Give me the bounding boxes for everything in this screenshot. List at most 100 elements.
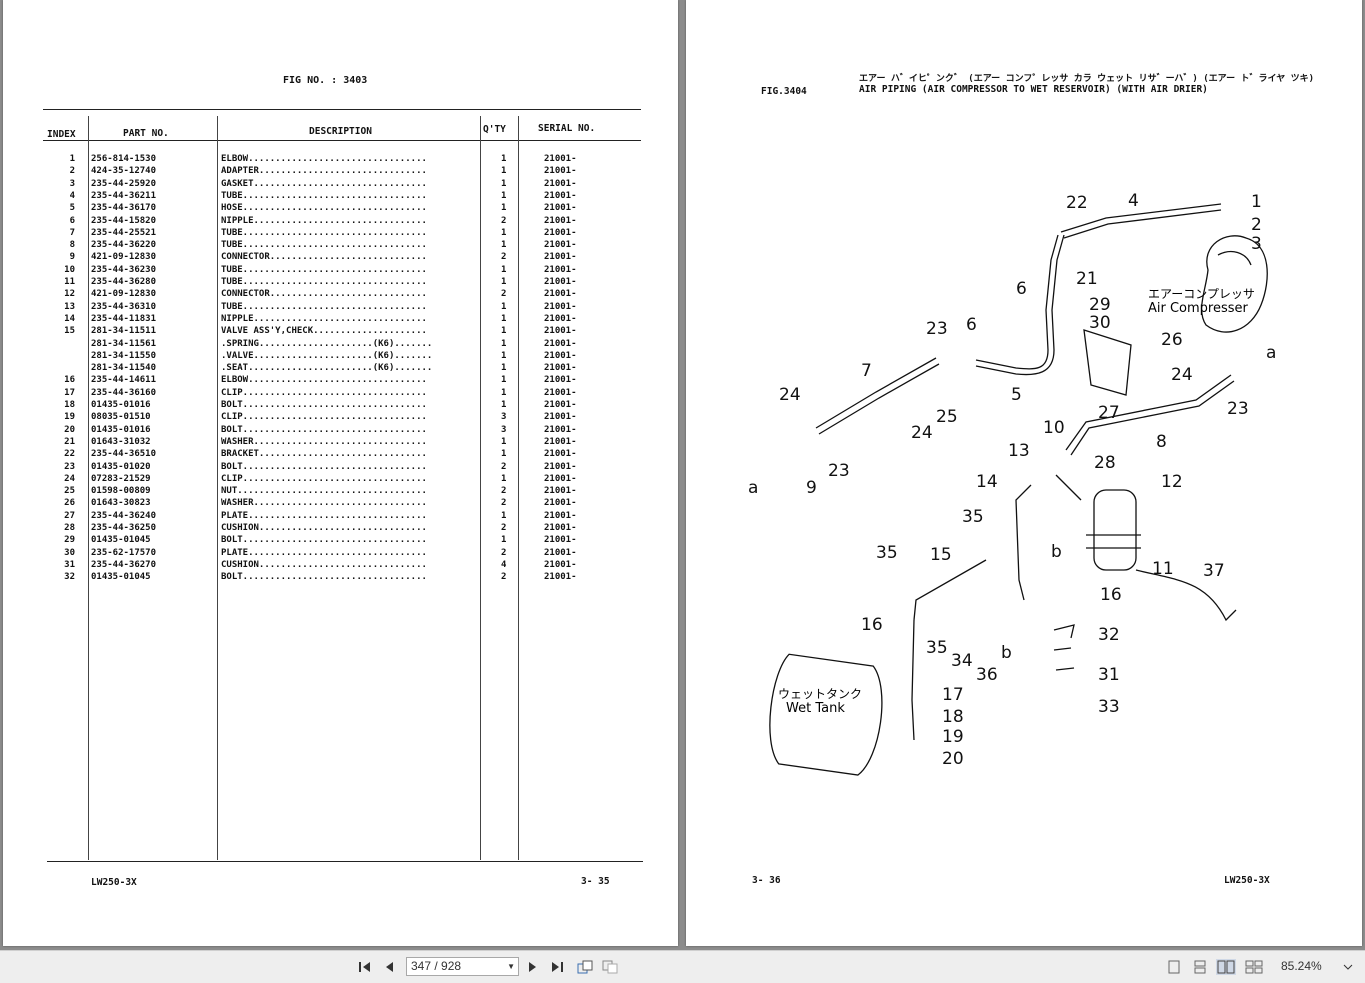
row-serial: 21001- — [544, 461, 577, 472]
row-serial: 21001- — [544, 400, 577, 410]
row-description: CUSHION............................... — [221, 559, 427, 570]
row-part-no: 235-44-36220 — [91, 240, 157, 251]
svg-text:23: 23 — [1227, 399, 1249, 419]
row-part-no: 01435-01020 — [91, 461, 151, 472]
go-back-icon[interactable] — [577, 959, 593, 975]
row-part-no: 281-34-11561 — [91, 338, 157, 349]
row-part-no: 235-44-36310 — [91, 301, 157, 312]
svg-text:8: 8 — [1156, 432, 1167, 452]
svg-text:b: b — [1001, 643, 1012, 663]
svg-text:33: 33 — [1098, 697, 1120, 717]
row-description: TUBE.................................. — [221, 277, 427, 287]
svg-text:16: 16 — [1100, 585, 1122, 605]
row-part-no: 235-44-36211 — [91, 190, 157, 201]
svg-text:24: 24 — [1171, 365, 1193, 385]
row-qty: 1 — [501, 240, 507, 251]
svg-text:32: 32 — [1098, 625, 1120, 645]
row-qty: 1 — [501, 400, 507, 410]
table-header-rule — [43, 140, 641, 141]
row-qty: 1 — [501, 166, 507, 177]
svg-text:14: 14 — [976, 472, 998, 492]
row-qty: 2 — [501, 486, 507, 497]
row-description: BOLT.................................. — [221, 535, 427, 546]
svg-text:16: 16 — [861, 615, 883, 635]
row-serial: 21001- — [544, 523, 577, 533]
compressor-label-en: Air Compresser — [1148, 301, 1249, 316]
col-header-part: PART NO. — [123, 128, 169, 139]
row-description: PLATE................................. — [221, 547, 427, 558]
prev-page-icon[interactable] — [381, 959, 397, 975]
row-index: 22 — [64, 449, 75, 460]
table-row: 281-34-11550.VALVE......................… — [3, 350, 678, 362]
row-serial: 21001- — [544, 227, 577, 238]
row-index: 11 — [64, 277, 75, 287]
go-forward-icon[interactable] — [602, 959, 618, 975]
chevron-down-icon[interactable]: ▼ — [507, 962, 515, 971]
row-qty: 1 — [501, 190, 507, 201]
row-part-no: 235-62-17570 — [91, 547, 157, 558]
row-index: 6 — [69, 215, 75, 226]
row-index: 24 — [64, 473, 75, 484]
row-qty: 1 — [501, 277, 507, 287]
last-page-icon[interactable] — [549, 959, 565, 975]
single-page-icon[interactable] — [1166, 959, 1182, 975]
svg-text:17: 17 — [942, 685, 964, 705]
row-index: 13 — [64, 301, 75, 312]
continuous-icon[interactable] — [1192, 959, 1208, 975]
svg-text:a: a — [748, 478, 758, 498]
col-header-serial: SERIAL NO. — [538, 123, 596, 134]
row-serial: 21001- — [544, 363, 577, 374]
row-part-no: 281-34-11550 — [91, 350, 157, 361]
row-index: 1 — [69, 154, 75, 164]
two-page-icon[interactable] — [1216, 959, 1236, 975]
row-part-no: 235-44-36250 — [91, 523, 157, 533]
row-serial: 21001- — [544, 424, 577, 435]
row-serial: 21001- — [544, 572, 577, 583]
svg-text:13: 13 — [1008, 441, 1030, 461]
row-index: 23 — [64, 461, 75, 472]
viewer-toolbar: 347 / 928 ▼ 85.24% — [0, 950, 1365, 983]
row-part-no: 281-34-11540 — [91, 363, 157, 374]
row-part-no: 235-44-15820 — [91, 215, 157, 226]
row-serial: 21001- — [544, 289, 577, 300]
row-qty: 1 — [501, 227, 507, 238]
page-number-input[interactable]: 347 / 928 ▼ — [406, 957, 519, 976]
row-part-no: 421-09-12830 — [91, 289, 157, 300]
row-qty: 3 — [501, 412, 507, 423]
zoom-level[interactable]: 85.24% — [1281, 959, 1322, 973]
row-serial: 21001- — [544, 338, 577, 349]
svg-text:3: 3 — [1251, 234, 1262, 254]
row-description: .SPRING.....................(K6)....... — [221, 338, 433, 349]
next-page-icon[interactable] — [525, 959, 541, 975]
tank-label-en: Wet Tank — [786, 701, 845, 716]
row-part-no: 235-44-11831 — [91, 313, 157, 324]
row-index: 3 — [69, 178, 75, 189]
svg-text:27: 27 — [1098, 403, 1120, 423]
svg-text:6: 6 — [1016, 279, 1027, 299]
row-index: 15 — [64, 326, 75, 337]
svg-text:1: 1 — [1251, 192, 1262, 212]
row-description: NIPPLE................................ — [221, 313, 427, 324]
zoom-dropdown-icon[interactable] — [1340, 959, 1356, 975]
row-description: GASKET................................ — [221, 178, 427, 189]
first-page-icon[interactable] — [357, 959, 373, 975]
two-page-continuous-icon[interactable] — [1244, 959, 1264, 975]
row-index: 17 — [64, 387, 75, 398]
row-part-no: 01643-30823 — [91, 498, 151, 509]
row-qty: 2 — [501, 547, 507, 558]
row-index: 16 — [64, 375, 75, 386]
row-description: NIPPLE................................ — [221, 215, 427, 226]
svg-text:20: 20 — [942, 749, 964, 769]
row-part-no: 01435-01045 — [91, 535, 151, 546]
svg-text:15: 15 — [930, 545, 952, 565]
